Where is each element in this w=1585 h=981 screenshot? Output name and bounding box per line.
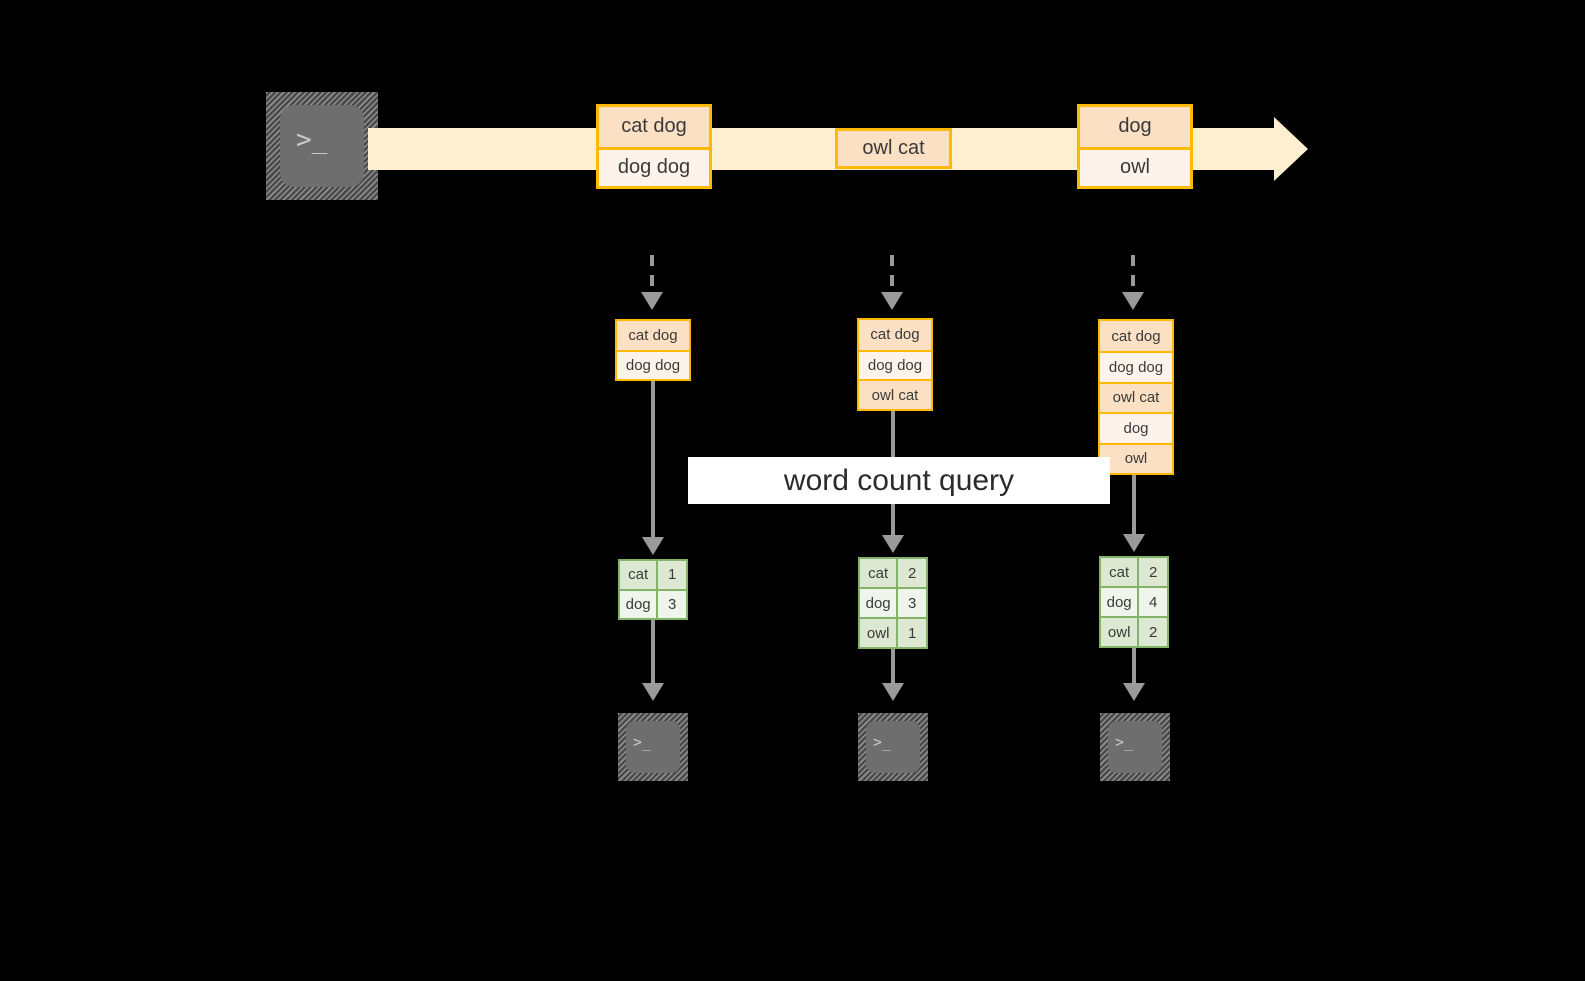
table-row: owl 1 (860, 617, 926, 647)
snapshot-3: cat dog dog dog owl cat dog owl (1098, 319, 1174, 475)
terminal-body (626, 721, 680, 773)
snapshot-3-line-2: dog dog (1100, 351, 1172, 382)
terminal-body (866, 721, 920, 773)
sink-terminal-3-icon: >_ (1100, 713, 1170, 781)
result-3-word-1: cat (1101, 558, 1138, 586)
query-label: word count query (783, 463, 1015, 497)
snapshot-2-line-2: dog dog (859, 349, 931, 380)
query-1-arrowhead (642, 537, 664, 555)
snapshot-1: cat dog dog dog (615, 319, 691, 381)
snapshot-2-dashed-connector (890, 255, 894, 295)
sink-2-connector (891, 649, 895, 686)
table-row: dog 3 (860, 587, 926, 617)
result-2-word-1: cat (860, 559, 897, 587)
snapshot-3-line-4: dog (1100, 412, 1172, 443)
result-3-count-1: 2 (1137, 558, 1167, 586)
result-3-word-2: dog (1101, 588, 1138, 616)
stream-event-3: dog owl (1077, 104, 1193, 189)
result-2-count-2: 3 (896, 589, 926, 617)
terminal-body (1108, 721, 1162, 773)
result-3-count-2: 4 (1137, 588, 1167, 616)
stream-event-3-line-2: owl (1080, 146, 1190, 186)
table-row: cat 2 (860, 559, 926, 587)
result-1-word-2: dog (620, 590, 657, 618)
result-table-3: cat 2 dog 4 owl 2 (1099, 556, 1169, 648)
sink-3-connector (1132, 648, 1136, 686)
result-1-count-1: 1 (656, 561, 686, 589)
snapshot-3-line-5: owl (1100, 442, 1172, 473)
snapshot-1-dashed-connector (650, 255, 654, 295)
table-row: dog 4 (1101, 586, 1167, 616)
event-stream-arrowhead (1274, 117, 1308, 181)
terminal-body (280, 105, 364, 187)
snapshot-2-line-3: owl cat (859, 379, 931, 409)
terminal-prompt-glyph: >_ (1115, 733, 1134, 751)
query-2-arrowhead (882, 535, 904, 553)
stream-event-1-line-1: cat dog (599, 107, 709, 147)
result-2-count-3: 1 (896, 619, 926, 647)
result-3-count-3: 2 (1137, 618, 1167, 646)
snapshot-2-line-1: cat dog (859, 320, 931, 350)
stream-event-1-line-2: dog dog (599, 146, 709, 186)
stream-event-2-line-1: owl cat (838, 131, 949, 166)
stream-event-1: cat dog dog dog (596, 104, 712, 189)
terminal-prompt-glyph: >_ (633, 733, 652, 751)
table-row: cat 1 (620, 561, 686, 589)
result-2-count-1: 2 (896, 559, 926, 587)
snapshot-3-line-3: owl cat (1100, 381, 1172, 413)
sink-2-arrowhead (882, 683, 904, 701)
snapshot-1-dashed-arrowhead (641, 292, 663, 310)
sink-1-connector (651, 620, 655, 686)
snapshot-2-dashed-arrowhead (881, 292, 903, 310)
query-3-connector (1132, 475, 1136, 538)
sink-terminal-1-icon: >_ (618, 713, 688, 781)
result-1-count-2: 3 (656, 590, 686, 618)
query-label-band: word count query (688, 457, 1110, 504)
sink-terminal-2-icon: >_ (858, 713, 928, 781)
result-table-1: cat 1 dog 3 (618, 559, 688, 620)
sink-3-arrowhead (1123, 683, 1145, 701)
query-3-arrowhead (1123, 534, 1145, 552)
stream-event-2: owl cat (835, 128, 952, 169)
result-2-word-3: owl (860, 619, 897, 647)
terminal-prompt-glyph: >_ (873, 733, 892, 751)
table-row: owl 2 (1101, 616, 1167, 646)
table-row: cat 2 (1101, 558, 1167, 586)
snapshot-3-dashed-connector (1131, 255, 1135, 295)
snapshot-1-line-2: dog dog (617, 350, 689, 379)
sink-1-arrowhead (642, 683, 664, 701)
result-2-word-2: dog (860, 589, 897, 617)
snapshot-2: cat dog dog dog owl cat (857, 318, 933, 411)
result-table-2: cat 2 dog 3 owl 1 (858, 557, 928, 649)
result-3-word-3: owl (1101, 618, 1138, 646)
result-1-word-1: cat (620, 561, 657, 589)
source-terminal-icon: >_ (266, 92, 378, 200)
snapshot-3-dashed-arrowhead (1122, 292, 1144, 310)
terminal-prompt-glyph: >_ (296, 125, 328, 155)
snapshot-3-line-1: cat dog (1100, 321, 1172, 352)
stream-event-3-line-1: dog (1080, 107, 1190, 147)
query-1-connector (651, 381, 655, 541)
snapshot-1-line-1: cat dog (617, 321, 689, 350)
table-row: dog 3 (620, 588, 686, 618)
